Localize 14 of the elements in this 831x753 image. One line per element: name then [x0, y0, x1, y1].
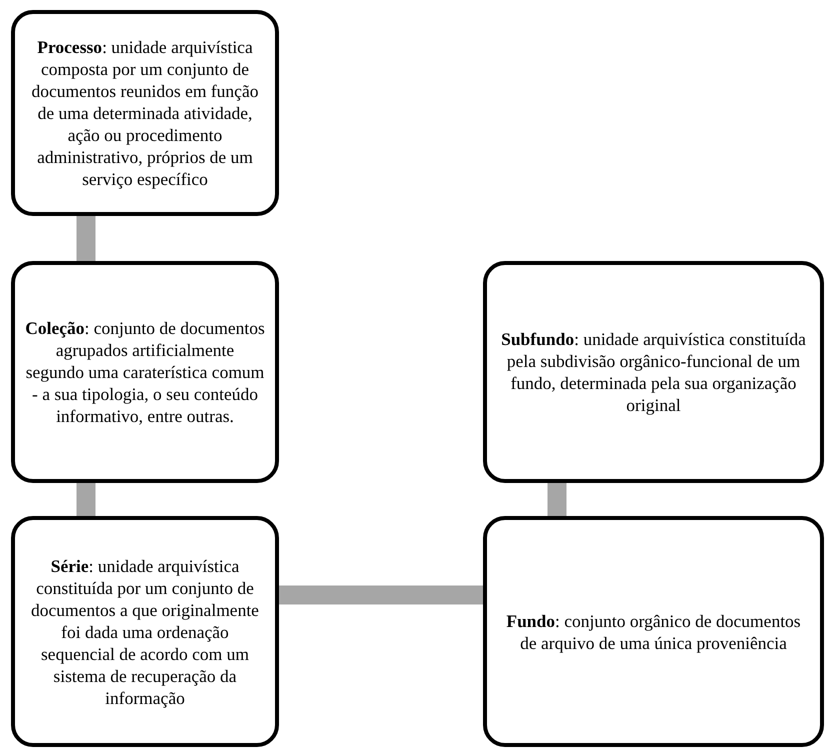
connector	[76, 483, 96, 516]
process-box	[11, 516, 279, 747]
process-box	[11, 10, 279, 216]
process-box	[483, 261, 824, 483]
box-text: Fundo: conjunto orgânico de documentos de arquivo de uma única proveniência	[505, 610, 802, 654]
process-box	[11, 261, 279, 483]
connector	[548, 483, 566, 516]
process-box	[483, 516, 824, 747]
connector	[279, 586, 483, 604]
box-text: Série: unidade arquivística constituída por um conjunto de documentos a que originalmente foi dada uma ordenação sequencial de acordo com um sistema de recuperação da informação	[30, 554, 260, 708]
connector	[76, 216, 96, 261]
box-text: Subfundo: unidade arquivística constituída pela subdivisão orgânico-funcional de um fundo, determinada pela sua organização original	[500, 328, 807, 416]
box-text: Processo: unidade arquivística composta por um conjunto de documentos reunidos em função de uma determinada atividade, ação ou procedimento administrativo, próprios de um serviço específico	[30, 36, 260, 190]
box-text: Coleção: conjunto de documentos agrupados artificialmente segundo uma caraterística comum - a sua tipologia, o seu conteúdo informativo, entre outras.	[25, 317, 265, 427]
